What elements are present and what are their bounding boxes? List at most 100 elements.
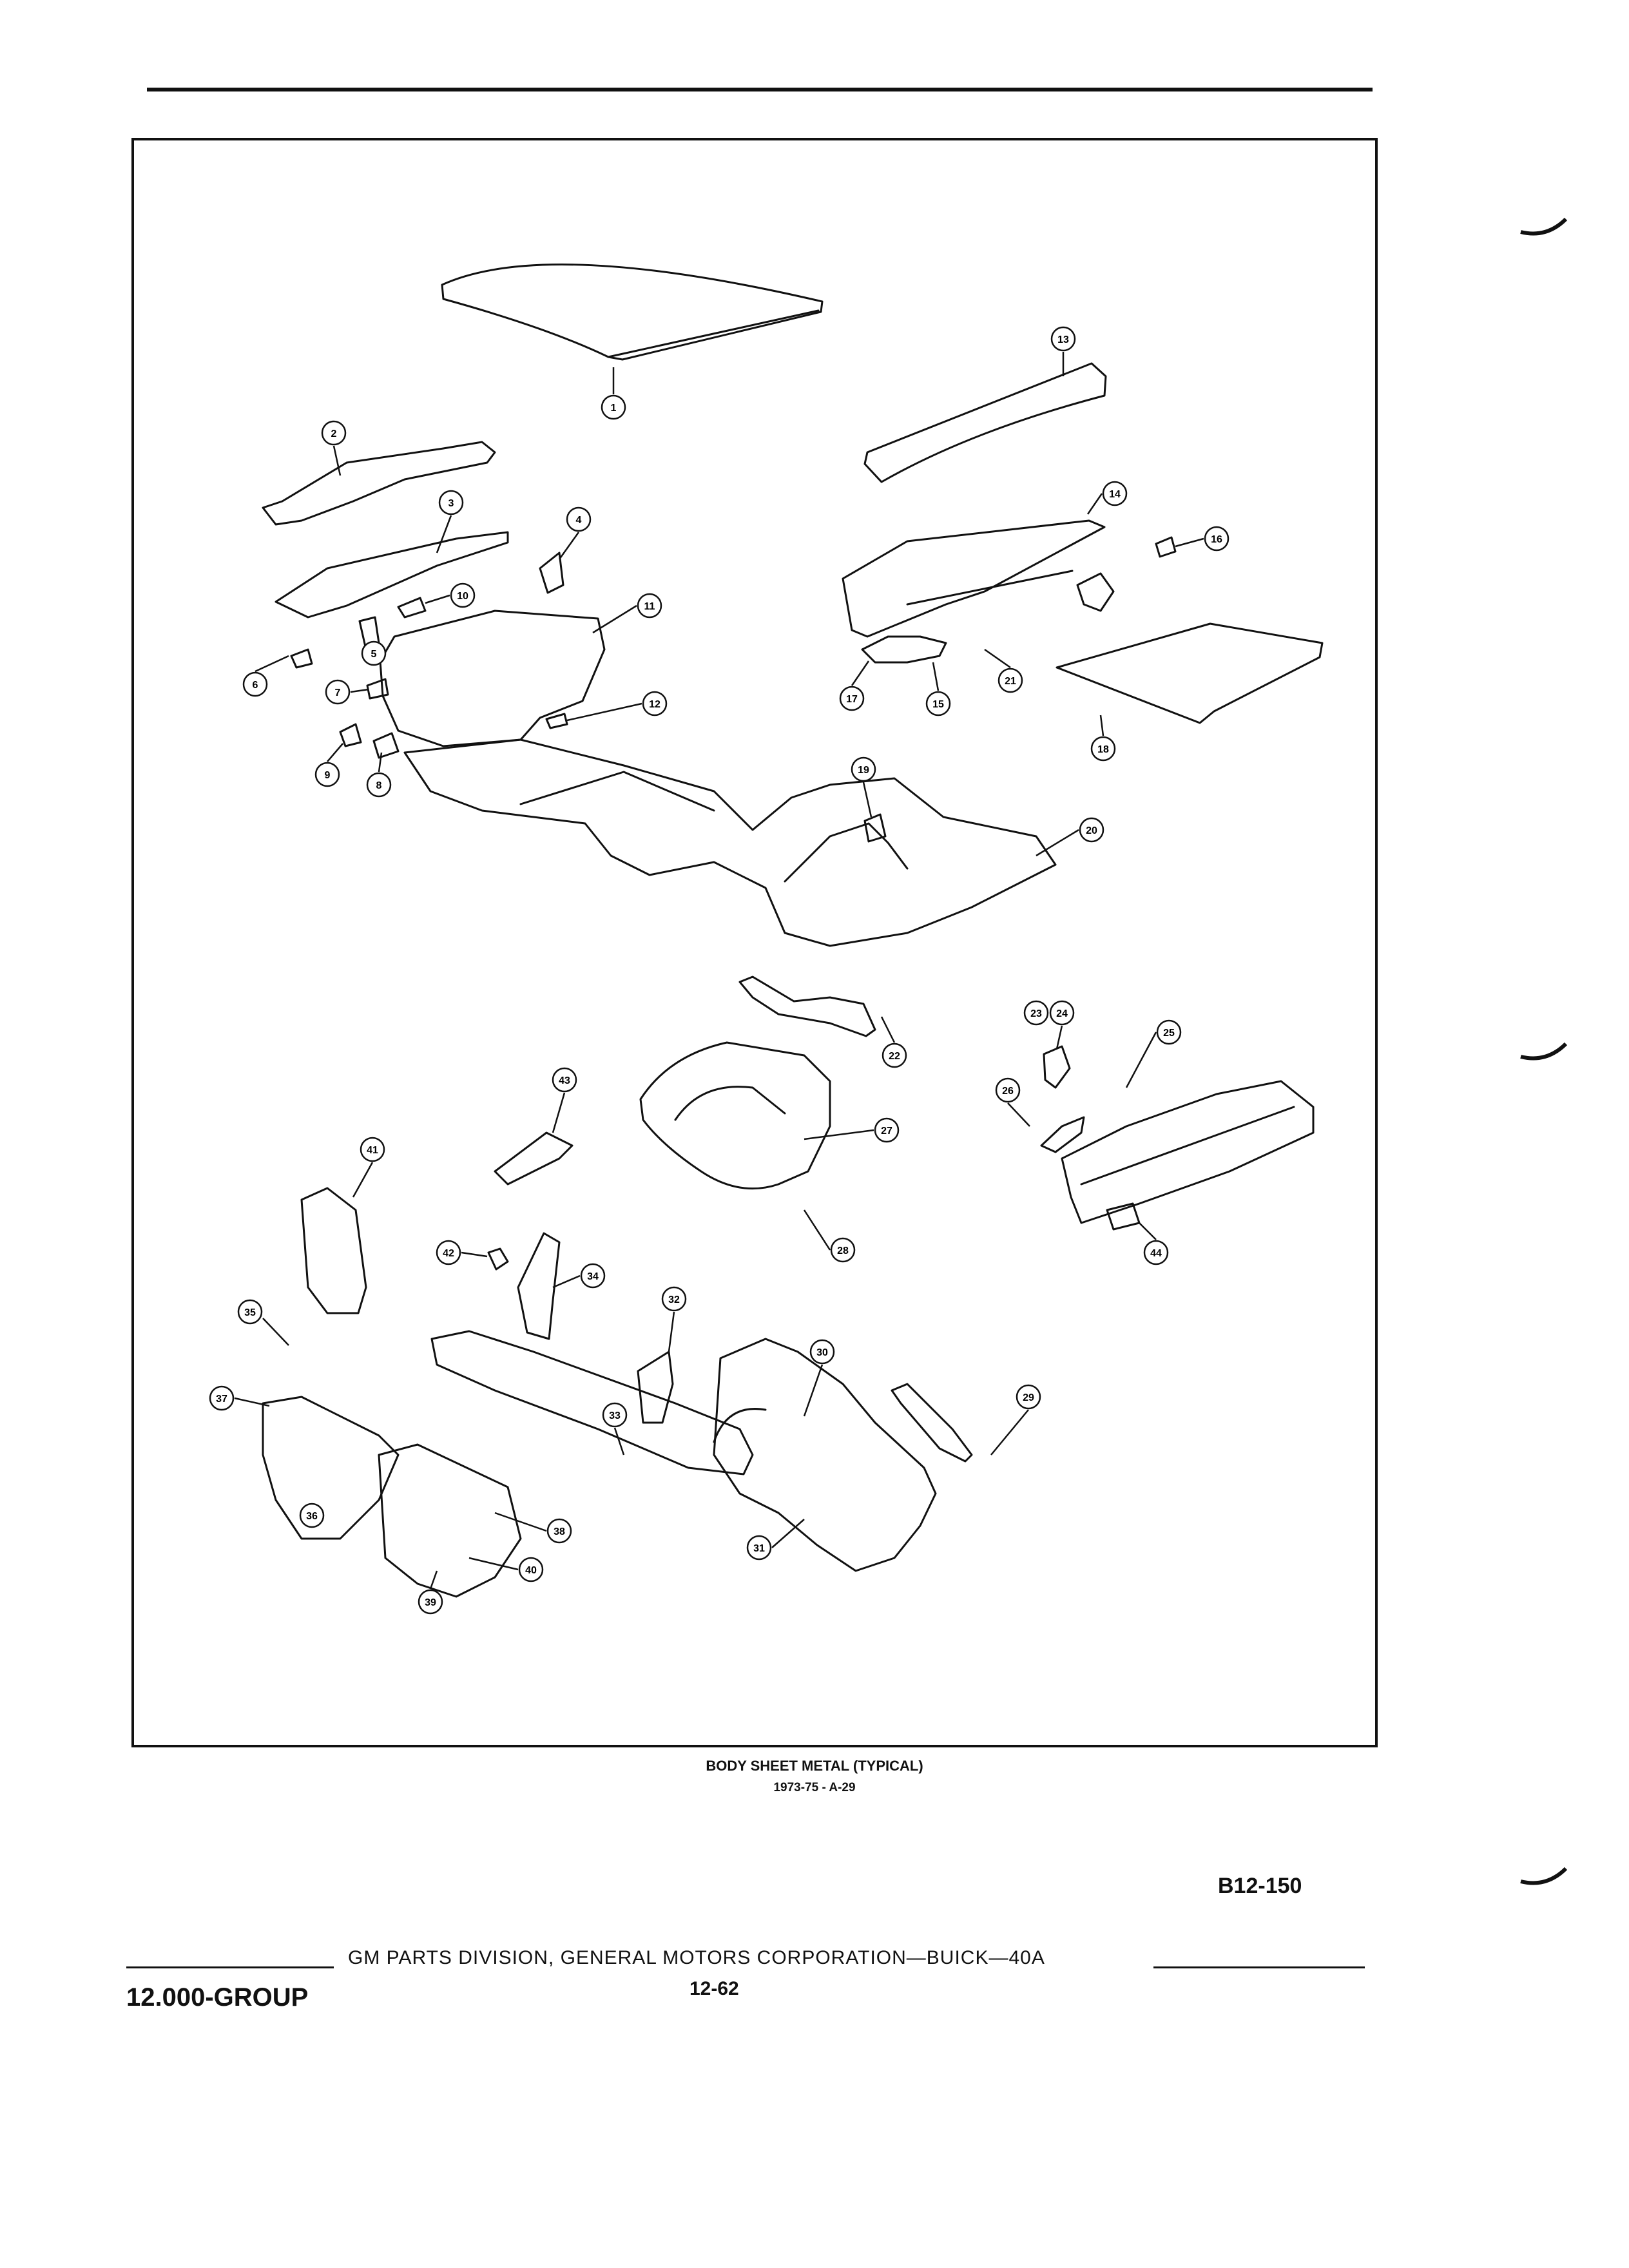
callout-circle-5	[361, 640, 387, 666]
callout-label-6: 6	[253, 680, 258, 691]
callout-label-44: 44	[1150, 1248, 1162, 1259]
leader-line-14	[1086, 493, 1103, 515]
callout-label-12: 12	[649, 699, 660, 710]
leader-line-22	[880, 1016, 896, 1043]
callout-label-17: 17	[846, 694, 858, 705]
footer-publisher: GM PARTS DIVISION, GENERAL MOTORS CORPOR…	[348, 1947, 1045, 1968]
bracket-44	[1106, 1202, 1141, 1231]
callout-label-23: 23	[1030, 1008, 1042, 1019]
hinge-17	[861, 635, 947, 664]
leader-line-32	[668, 1311, 675, 1352]
callout-label-25: 25	[1163, 1028, 1175, 1039]
figure-number: B12-150	[1218, 1874, 1302, 1898]
callout-circle-36	[299, 1503, 325, 1528]
callout-label-28: 28	[837, 1245, 849, 1256]
callout-circle-22	[882, 1043, 907, 1068]
door-outer-panel	[378, 1443, 522, 1598]
callout-label-2: 2	[331, 428, 337, 439]
callout-label-4: 4	[576, 515, 582, 526]
rear-compartment-pan	[842, 519, 1106, 638]
leader-line-29	[990, 1409, 1029, 1456]
leader-line-37	[234, 1397, 270, 1407]
callout-circle-3	[438, 490, 464, 515]
margin-mark	[1520, 217, 1568, 236]
callout-circle-27	[874, 1117, 900, 1143]
leader-line-17	[851, 660, 870, 686]
bracket-19	[863, 813, 887, 843]
cowl-upper-panel	[262, 441, 496, 526]
rear-end-panel	[1061, 1080, 1315, 1224]
leader-line-41	[352, 1162, 374, 1198]
bracket-9	[339, 723, 362, 747]
callout-label-27: 27	[881, 1126, 892, 1137]
callout-circle-11	[637, 593, 662, 619]
callout-label-11: 11	[644, 601, 655, 612]
callout-circle-33	[602, 1402, 628, 1428]
callout-label-43: 43	[559, 1075, 570, 1086]
callout-label-15: 15	[932, 699, 944, 710]
callout-label-8: 8	[376, 780, 382, 791]
callout-circle-24	[1049, 1000, 1075, 1026]
callout-circle-7	[325, 679, 351, 705]
callout-label-35: 35	[244, 1307, 256, 1318]
callout-circle-39	[418, 1589, 443, 1615]
callout-label-21: 21	[1005, 676, 1016, 687]
callout-circle-42	[436, 1240, 461, 1265]
wheelhouse	[639, 1041, 831, 1190]
dash-panel-upper	[275, 531, 509, 619]
callout-label-34: 34	[587, 1271, 599, 1282]
callout-circle-26	[995, 1077, 1021, 1103]
leader-line-28	[803, 1209, 831, 1251]
floor-pan	[403, 738, 1057, 947]
callout-circle-41	[360, 1137, 385, 1162]
margin-mark	[1520, 1042, 1568, 1061]
callout-label-22: 22	[889, 1051, 900, 1062]
leader-line-3	[436, 515, 452, 553]
hinge-15-21	[1076, 572, 1115, 612]
leader-line-43	[552, 1092, 566, 1133]
footer-rule-right	[1153, 1966, 1365, 1968]
leader-line-2	[333, 445, 342, 476]
bracket-7	[366, 678, 389, 700]
front-fender	[262, 1396, 400, 1540]
leader-line-25	[1125, 1032, 1157, 1088]
hinge-pillar	[517, 1232, 561, 1340]
callout-circle-6	[242, 671, 268, 697]
callout-label-16: 16	[1211, 534, 1222, 545]
rocker-panel	[430, 1330, 754, 1475]
leader-line-7	[350, 688, 369, 693]
leader-line-39	[429, 1570, 438, 1590]
margin-mark	[1520, 1867, 1568, 1885]
leader-line-19	[862, 782, 872, 818]
callout-circle-25	[1156, 1019, 1182, 1045]
quarter-molding	[891, 1383, 973, 1463]
leader-line-21	[984, 648, 1011, 669]
footer-rule-left	[126, 1966, 334, 1968]
callout-label-7: 7	[335, 687, 341, 698]
leader-line-18	[1099, 715, 1104, 736]
callout-label-9: 9	[325, 770, 331, 781]
callout-circle-28	[830, 1237, 856, 1263]
rear-window-shelf	[863, 362, 1107, 483]
callout-label-42: 42	[443, 1248, 454, 1259]
callout-label-36: 36	[306, 1511, 318, 1522]
callout-circle-1	[601, 394, 626, 420]
callout-circle-18	[1090, 736, 1116, 762]
bracket-8	[372, 732, 400, 759]
callout-circle-10	[450, 582, 476, 608]
leader-line-6	[255, 655, 289, 673]
leader-line-40	[468, 1557, 519, 1571]
footer-group-label: 12.000-GROUP	[126, 1983, 309, 2012]
callout-circle-20	[1079, 817, 1104, 843]
callout-circle-8	[366, 772, 392, 798]
leader-line-16	[1175, 537, 1204, 548]
callout-circle-17	[839, 686, 865, 711]
callout-circle-12	[642, 691, 668, 716]
leader-line-12	[566, 702, 642, 722]
callout-label-30: 30	[816, 1347, 828, 1358]
leader-line-38	[494, 1512, 547, 1532]
roof-rail-43	[494, 1131, 574, 1186]
callout-circle-29	[1016, 1384, 1041, 1410]
